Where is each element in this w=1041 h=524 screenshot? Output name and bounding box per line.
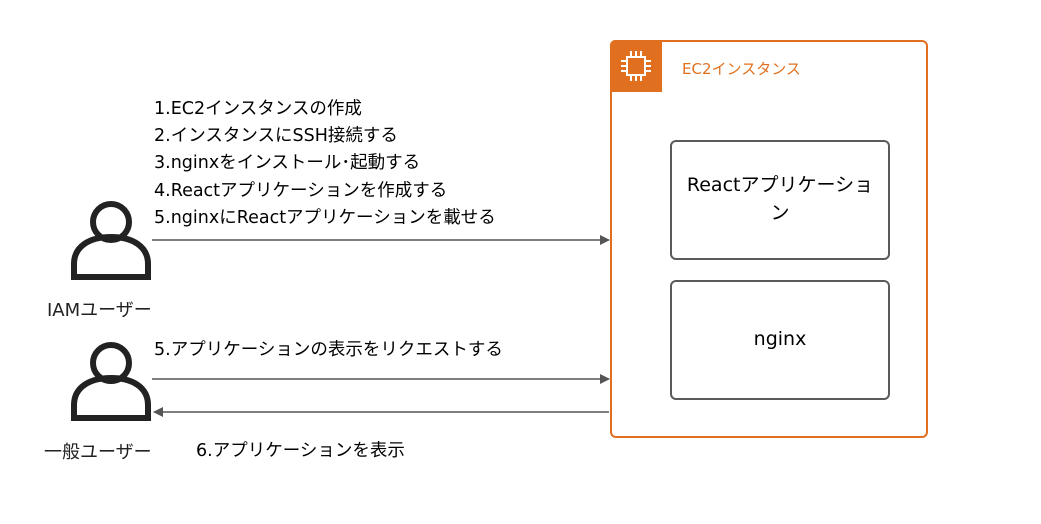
step-4: 4.Reactアプリケーションを作成する — [154, 180, 448, 201]
step-5: 5.nginxにReactアプリケーションを載せる — [154, 207, 496, 228]
request-message: 5.アプリケーションの表示をリクエストする — [154, 340, 503, 360]
step-2: 2.インスタンスにSSH接続する — [154, 126, 398, 147]
setup-steps: 1.EC2インスタンスの作成 2.インスタンスにSSH接続する 3.nginxを… — [154, 96, 496, 232]
ec2-instance-group — [610, 40, 928, 438]
step-3: 3.nginxをインストール･起動する — [154, 153, 421, 174]
step-1: 1.EC2インスタンスの作成 — [154, 99, 362, 119]
display-message: 6.アプリケーションを表示 — [196, 441, 405, 461]
react-app-box: Reactアプリケーション — [670, 140, 890, 260]
ec2-chip-icon — [610, 40, 662, 92]
nginx-box: nginx — [670, 280, 890, 400]
nginx-label: nginx — [753, 328, 807, 351]
ec2-instance-title: EC2インスタンス — [682, 60, 801, 78]
general-user-label: 一般ユーザー — [44, 442, 152, 463]
iam-user-label: IAMユーザー — [47, 300, 152, 321]
iam-user-icon — [71, 201, 151, 280]
react-app-label: Reactアプリケーション — [686, 174, 874, 224]
general-user-icon — [71, 342, 151, 421]
